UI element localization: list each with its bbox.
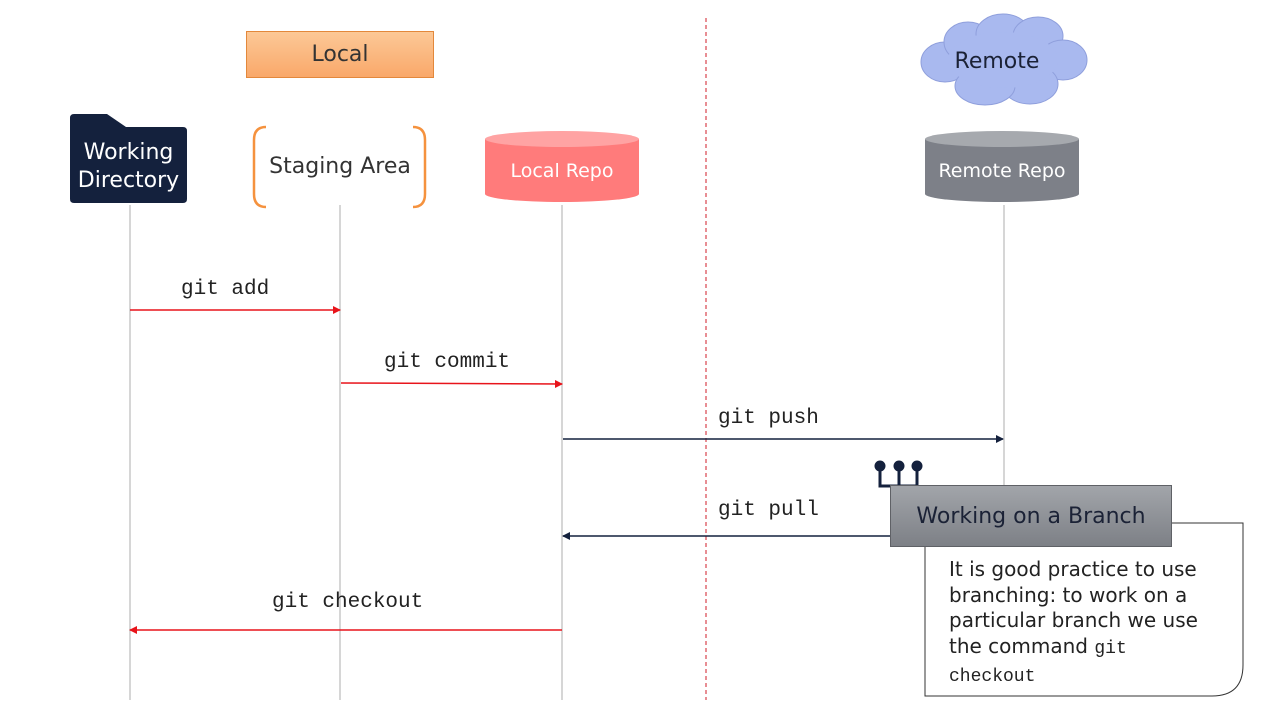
- git-pull-label: git pull: [718, 499, 819, 522]
- branch-title: Working on a Branch: [916, 503, 1146, 529]
- git-checkout-label: git checkout: [272, 591, 424, 614]
- branch-note-outline: [924, 522, 1244, 697]
- local-section-label: Local: [246, 31, 434, 78]
- cloud-icon: [920, 13, 1088, 106]
- git-commit-label: git commit: [384, 351, 511, 374]
- git-commit-arrow: [340, 379, 563, 388]
- staging-right-bracket: [412, 125, 427, 209]
- branch-note-text: It is good practice to use branching: to…: [949, 557, 1229, 691]
- branch-note-body: It is good practice to use branching: to…: [949, 557, 1198, 658]
- staging-left-bracket: [252, 125, 267, 209]
- branch-note-code-2: checkout: [949, 667, 1036, 687]
- local-repo-label: Local Repo: [510, 160, 614, 182]
- git-push-label: git push: [718, 407, 819, 430]
- branch-note-code-1: git: [1094, 638, 1127, 659]
- git-add-label: git add: [181, 278, 270, 301]
- folder-icon: [70, 114, 187, 203]
- remote-repo-cylinder: [925, 131, 1079, 202]
- working-directory-label: Working Directory: [70, 138, 187, 196]
- branch-title-box: Working on a Branch: [890, 485, 1172, 547]
- remote-section-label: Remote: [954, 48, 1040, 74]
- local-repo-cylinder: [485, 131, 639, 202]
- working-directory-label-line-2: Directory: [77, 168, 180, 193]
- remote-repo-label: Remote Repo: [938, 160, 1066, 182]
- staging-area-label: Staging Area: [269, 153, 411, 179]
- working-directory-label-line-1: Working: [83, 140, 174, 165]
